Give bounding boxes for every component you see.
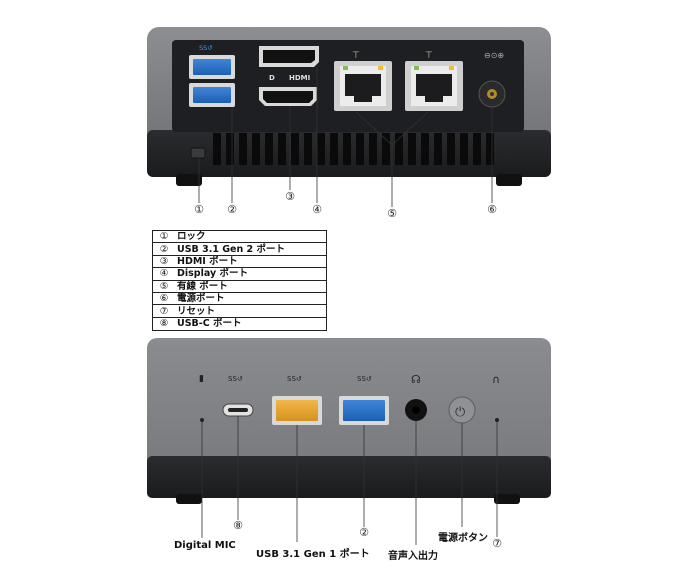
legend-number: ⑤ [159,280,169,292]
digital-mic-label: Digital MIC [174,540,236,551]
legend-label: Display ポート [177,268,248,280]
legend-label: USB-C ポート [177,318,242,330]
network-icon: ⊤ [352,51,360,61]
legend-row: ⑥ 電源ポート [153,293,326,306]
reset-pinhole[interactable] [495,418,499,422]
headphone-icon: ☊ [411,373,421,386]
legend-label: USB 3.1 Gen 2 ポート [177,243,285,255]
legend-number: ② [159,243,169,255]
legend-label: HDMI ポート [177,255,238,267]
power-icon: ⏻ [455,405,465,420]
front-case-bottom [147,456,551,498]
usb-ss-logo-front-2: SS↺ [357,375,372,383]
front-foot-left [176,494,202,504]
rear-callout-1: ① [194,203,204,216]
usb-ss-logo-front-1: SS↺ [287,375,302,383]
rear-callout-5: ⑤ [387,207,397,220]
rear-panel: SS↺ D HDMI ⊤ ⊤ ⊖⊙⊕ [147,27,551,207]
legend-row: ⑦ リセット [153,305,326,318]
power-button-label: 電源ボタン [438,533,488,544]
rear-vents [213,133,494,165]
legend-row: ① ロック [153,231,326,244]
ethernet-port-2[interactable]: ⊤ [405,51,463,111]
mic-icon: ▮ [199,374,204,384]
rear-callout-4: ④ [312,203,322,216]
front-callout-8: ⑧ [233,519,243,532]
usb-gen1-label: USB 3.1 Gen 1 ポート [256,549,370,560]
front-callout-7: ⑦ [492,537,502,550]
legend-number: ① [159,231,169,243]
legend-label: ロック [177,231,206,243]
legend-number: ⑦ [159,305,169,317]
rear-foot-right [496,174,522,186]
legend-label: リセット [177,305,216,317]
front-callout-2: ② [359,526,369,539]
legend-label: 有線 ポート [177,280,228,292]
rear-callout-6: ⑥ [487,203,497,216]
rear-callout-3: ③ [285,190,295,203]
legend-number: ③ [159,255,169,267]
legend-row: ③ HDMI ポート [153,255,326,269]
port-legend-table: ① ロック ② USB 3.1 Gen 2 ポート ③ HDMI ポート ④ D… [152,230,327,332]
lock-slot[interactable] [190,147,206,159]
usbc-ss-logo: SS↺ [228,375,243,383]
usb-ss-logo: SS↺ [199,44,213,52]
legend-label: 電源ポート [177,293,225,305]
legend-row: ④ Display ポート [153,268,326,281]
legend-number: ④ [159,268,169,280]
legend-row: ② USB 3.1 Gen 2 ポート [153,243,326,256]
ethernet-port-1[interactable]: ⊤ [334,51,392,111]
legend-row: ⑤ 有線 ポート [153,281,326,293]
dp-logo: D [269,74,275,82]
front-leader-lines [201,416,498,545]
front-panel: ▮ SS↺ SS↺ SS↺ ☊ ∩ ⏻ [147,338,551,545]
network-icon: ⊤ [425,51,433,61]
legend-number: ⑧ [159,318,169,330]
hdmi-logo: HDMI [289,74,310,82]
rear-foot-left [176,174,202,186]
dc-polarity-icon: ⊖⊙⊕ [484,51,504,60]
rear-leader-lines [198,67,493,207]
audio-io-label: 音声入出力 [388,551,438,562]
front-foot-right [494,494,520,504]
legend-row: ⑧ USB-C ポート [153,318,326,330]
rear-callout-2: ② [227,203,237,216]
reset-icon: ∩ [492,373,500,386]
digital-mic-hole [200,418,204,422]
legend-number: ⑥ [159,293,169,305]
